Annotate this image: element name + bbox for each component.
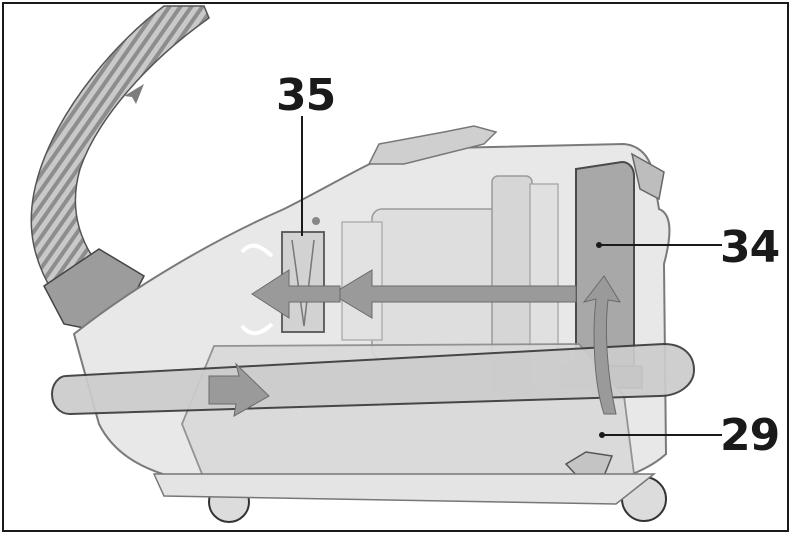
airflow-arrow-filter-icon <box>251 269 341 319</box>
airflow-exhaust-curl-down-icon <box>240 322 274 336</box>
airflow-arrow-inlet-icon <box>208 362 270 417</box>
rear-latch <box>630 152 665 201</box>
callout-29: 29 <box>720 410 780 461</box>
callout-34: 34 <box>720 222 780 273</box>
corrugated-hose <box>30 5 210 296</box>
riser-tube <box>575 160 635 373</box>
filter-clip-icon <box>312 217 320 225</box>
airflow-arrow-main-icon <box>331 269 577 319</box>
vacuum-cleaner-illustration <box>30 5 722 523</box>
airflow-arrow-rising-icon <box>582 275 622 415</box>
base-skirt <box>152 473 657 505</box>
hose-flow-arrow-icon <box>124 84 144 104</box>
carry-handle <box>367 125 498 165</box>
callout-35: 35 <box>276 70 336 121</box>
motor-housing <box>371 208 503 360</box>
airflow-exhaust-curl-up-icon <box>240 243 274 258</box>
